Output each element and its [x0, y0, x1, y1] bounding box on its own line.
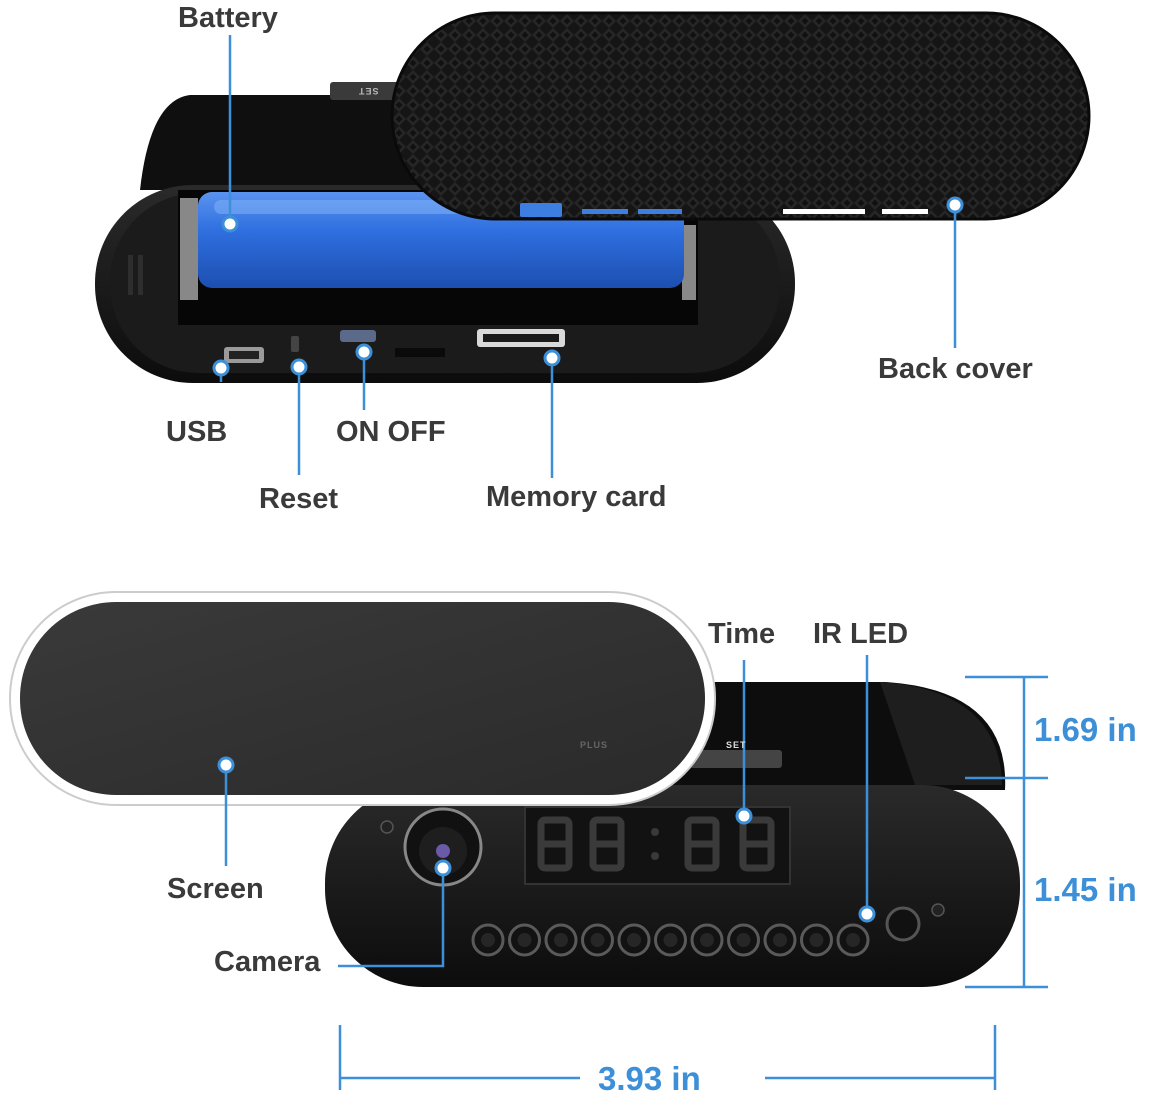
back-cover-label: Back cover — [878, 353, 1033, 385]
body-height-dimension: 1.45 in — [1034, 871, 1137, 908]
ir-led-label: IR LED — [813, 618, 909, 650]
memory-card-label: Memory card — [486, 481, 667, 513]
ir-led-core — [773, 933, 787, 947]
reset-callout-dot — [290, 358, 308, 376]
screen-label: Screen — [167, 873, 264, 905]
ir-led-core — [517, 933, 532, 947]
back-cover-callout-dot — [946, 196, 964, 214]
time-digits — [537, 816, 775, 872]
ir-led-core — [809, 933, 824, 947]
set-button-top-label: SET — [358, 86, 379, 96]
usb-callout-dot — [212, 359, 230, 377]
battery-label: Battery — [178, 2, 278, 34]
bottom-callout-dots — [217, 756, 876, 923]
reset-hole — [291, 336, 299, 352]
ir-led-core — [627, 933, 641, 947]
dimension-lines — [338, 675, 1048, 1090]
light-sensor — [885, 906, 921, 942]
on-off-switch — [340, 330, 376, 342]
plus-button-label: PLUS — [580, 740, 609, 750]
top-callouts — [219, 35, 957, 478]
battery-callout-dot — [221, 215, 239, 233]
top-height-dimension: 1.69 in — [1034, 711, 1137, 748]
usb-label: USB — [166, 416, 228, 448]
ir-led-row — [471, 923, 870, 957]
camera-callout-dot — [434, 859, 452, 877]
top-callout-dots — [212, 196, 964, 377]
on-off-label: ON OFF — [336, 416, 446, 448]
set-button — [690, 750, 782, 768]
ir-led-core — [481, 933, 495, 947]
screen-panel — [9, 591, 716, 806]
reset-label: Reset — [259, 483, 338, 515]
time-label: Time — [708, 618, 776, 650]
ir-led-core — [554, 933, 568, 947]
ir-led-core — [590, 933, 605, 947]
back-cover — [390, 11, 1091, 221]
width-dimension: 3.93 in — [598, 1060, 701, 1097]
time-callout-dot — [735, 807, 753, 825]
ir-led-core — [663, 933, 678, 947]
set-button-label: SET — [726, 740, 747, 750]
memory-card-callout-dot — [543, 349, 561, 367]
screen-callout-dot — [217, 756, 235, 774]
ir-led-core — [700, 933, 714, 947]
camera-label: Camera — [214, 946, 321, 978]
ir-led-core — [846, 933, 860, 947]
on-off-callout-dot — [355, 343, 373, 361]
bottom-callouts — [224, 655, 869, 968]
ir-led-core — [736, 933, 751, 947]
ir-led-callout-dot — [858, 905, 876, 923]
